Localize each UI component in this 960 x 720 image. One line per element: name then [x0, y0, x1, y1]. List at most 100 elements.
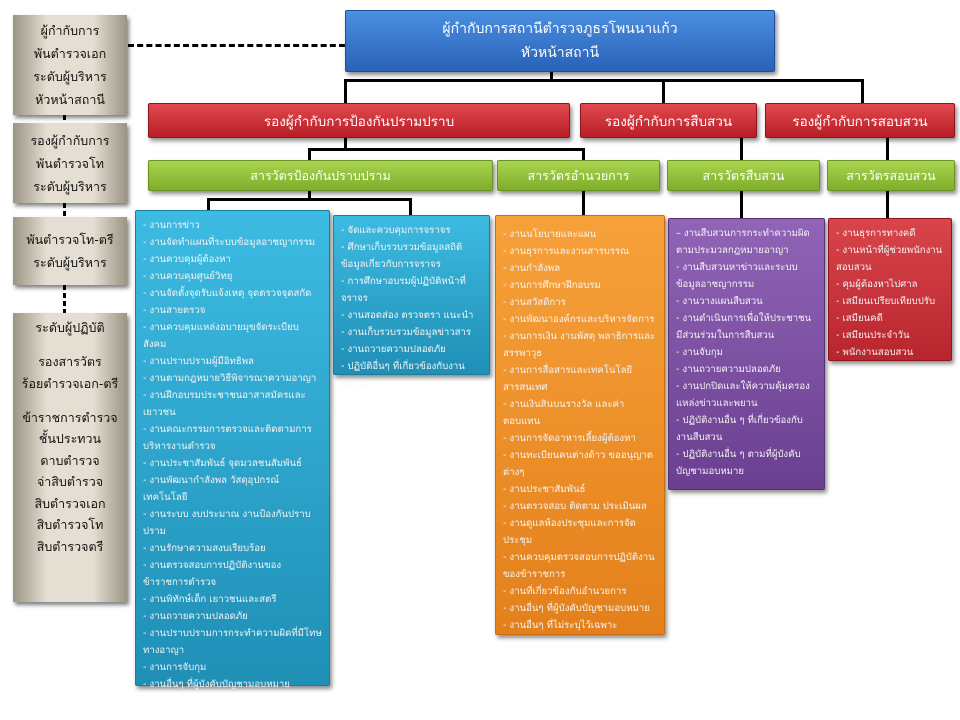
- duty-item: - งานฝึกอบรมประชาชนอาสาสมัครและเยาวชน: [143, 390, 306, 418]
- duty-item: - งานดำเนินการเพื่อให้ประชาชนมีส่วนร่วมใ…: [676, 313, 812, 341]
- duty-item: - จัดและควบคุมการจราจร: [341, 225, 451, 236]
- duty-item: - งานการสื่อสารและเทคโนโลยีสารสนเทศ: [503, 365, 633, 393]
- duty-item: - งานถวายความปลอดภัย: [341, 344, 446, 355]
- duty-item: - งานธุรการและงานสารบรรณ: [503, 246, 630, 257]
- rank-line: สิบตำรวจโท: [36, 517, 104, 532]
- duty-item: - งานพัฒนากำลังพล วัสดุอุปกรณ์ เทคโนโลยี: [143, 475, 280, 503]
- investigation-duties-list: – งานสืบสวนการกระทำความผิดตามประมวลกฎหมา…: [668, 218, 825, 490]
- connector: [308, 148, 585, 151]
- duty-item: - งานกำลังพล: [503, 263, 561, 274]
- duty-item: - งานถวายความปลอดภัย: [676, 364, 781, 375]
- rank-line: ชั้นประทวน: [38, 431, 102, 446]
- duty-item: - งานระบบ งบประมาณ งานป้องกันปราบปราม: [143, 509, 311, 537]
- connector: [582, 148, 585, 160]
- duty-item: - งานการข่าว: [143, 220, 200, 231]
- connector: [740, 191, 743, 218]
- duty-item: - งานธุรการทางคดี: [836, 228, 916, 239]
- duty-item: - งานควบคุมแหล่งอบายมุขจัดระเบียบสังคม: [143, 322, 299, 350]
- connector: [409, 198, 412, 215]
- duty-item: - งานควบคุมศูนย์วิทยุ: [143, 271, 233, 282]
- rank-line: รองสารวัตร: [38, 354, 102, 369]
- station-chief-title: ผู้กำกับการสถานีตำรวจภูธรโพนนาแก้ว: [442, 21, 678, 37]
- rank-box-superintendent: ผู้กำกับการพันตำรวจเอกระดับผู้บริหารหัวห…: [13, 15, 127, 115]
- duty-item: - งานถวายความปลอดภัย: [143, 611, 248, 622]
- rank-line: ระดับผู้บริหาร: [33, 255, 107, 270]
- connector: [344, 79, 347, 103]
- duty-item: - งานเงินสินบนรางวัล และค่าตอบแทน: [503, 399, 625, 427]
- duty-item: - งานนโยบายและแผน: [503, 229, 597, 240]
- duty-item: - เสมียนประจำวัน: [836, 330, 910, 341]
- duty-item: - งานดูแลห้องประชุมและการจัดประชุม: [503, 518, 636, 546]
- duty-item: – งานสืบสวนการกระทำความผิดตามประมวลกฎหมา…: [676, 228, 810, 256]
- traffic-duties-list: - จัดและควบคุมการจราจร - ศึกษาเก็บรวบรวมข…: [333, 215, 490, 389]
- duty-item: - งานอื่นๆ ที่ผู้บังคับบัญชามอบหมาย: [503, 603, 650, 614]
- duty-item: - งานรักษาความสงบเรียบร้อย: [143, 543, 266, 554]
- duty-item: - ปฏิบัติอื่นๆ ที่เกี่ยวข้องกับงานจราจร: [341, 361, 465, 389]
- duty-item: - งานจับกุม: [676, 347, 723, 358]
- connector: [550, 72, 553, 81]
- duty-item: - งานปราบปรามผู้มีอิทธิพล: [143, 356, 254, 367]
- duty-item: - ปฏิบัติงานอื่น ๆ ตามที่ผู้บังคับบัญชาม…: [676, 449, 801, 477]
- duty-item: - งานคณะกรรมการตรวจและติดตามการบริหารงาน…: [143, 424, 312, 452]
- duty-item: - งานปราบปรามการกระทำความผิดที่มีโทษทางอ…: [143, 628, 322, 656]
- prevention-duties-list: - งานการข่าว - งานจัดทำแผนที่ระบบข้อมูลอา…: [135, 210, 330, 690]
- rank-line: รองผู้กำกับการ: [30, 132, 110, 148]
- duty-item: - ศึกษาเก็บรวบรวมข้อมูลสถิติข้อมูลเกี่ยว…: [341, 242, 463, 270]
- duty-item: - งานประชาสัมพันธ์: [503, 484, 586, 495]
- connector: [861, 79, 864, 103]
- connector: [308, 191, 311, 200]
- rank-line: ร้อยตำรวจเอก-ตรี: [21, 375, 119, 391]
- connector: [207, 198, 412, 201]
- dotted-connector: [63, 115, 66, 123]
- connector: [308, 148, 311, 160]
- rank-line: หัวหน้าสถานี: [35, 92, 105, 107]
- duty-item: - งานวางแผนสืบสวน: [676, 296, 763, 307]
- duty-item: - งานการจัดอาหารเลี้ยงผู้ต้องหา: [503, 433, 636, 444]
- connector: [344, 138, 347, 150]
- duty-item: - งานการเงิน งานพัสดุ พลาธิการและสรรพาวุ…: [503, 331, 656, 359]
- inspector-prevention-box: สารวัตรป้องกันปราบปราม: [148, 160, 493, 191]
- duty-item: - งานจัดตั้งจุดรับแจ้งเหตุ จุดตรวจจุดสกั…: [143, 288, 312, 299]
- connector: [662, 79, 665, 103]
- inspector-inquiry-box: สารวัตรสอบสวน: [827, 160, 955, 191]
- rank-line: พันตำรวจโท: [36, 155, 104, 171]
- inquiry-duties-list: - งานธุรการทางคดี - งานหน้าที่ผู้ช่วยพนัก…: [828, 218, 952, 361]
- duty-item: - งานควบคุมผู้ต้องหา: [143, 254, 231, 265]
- dashed-connector: [128, 44, 345, 47]
- rank-line: สิบตำรวจเอก: [34, 495, 106, 511]
- deputy-inquiry-box: รองผู้กำกับการสอบสวน: [765, 103, 955, 138]
- deputy-investigation-box: รองผู้กำกับการสืบสวน: [580, 103, 757, 138]
- rank-line: ระดับผู้บริหาร: [33, 178, 107, 194]
- connector: [740, 138, 743, 160]
- duty-item: - งานอื่นๆ ที่ไม่ระบุไว้เฉพาะ: [503, 620, 618, 631]
- duty-item: - งานตรวจสอบการปฏิบัติงานของข้าราชการตำร…: [143, 560, 282, 588]
- inspector-investigation-box: สารวัตรสืบสวน: [667, 160, 820, 191]
- duty-item: - งานหน้าที่ผู้ช่วยพนักงานสอบสวน: [836, 245, 943, 273]
- rank-line: ผู้กำกับการ: [40, 23, 100, 38]
- connector: [886, 191, 889, 218]
- duty-item: - งานประชาสัมพันธ์ จุดมวลชนสัมพันธ์: [143, 458, 302, 469]
- rank-line: ระดับผู้ปฏิบัติ: [35, 320, 105, 335]
- rank-line: ข้าราชการตำรวจ: [22, 409, 118, 425]
- deputy-prevention-box: รองผู้กำกับการป้องกันปรามปราบ: [148, 103, 570, 138]
- connector: [886, 138, 889, 160]
- rank-box-operational: ระดับผู้ปฏิบัติรองสารวัตรร้อยตำรวจเอก-ตร…: [13, 313, 127, 602]
- duty-item: - งานอื่นๆ ที่ผู้บังคับบัญชามอบหมาย: [143, 679, 290, 690]
- duty-item: - งานจัดทำแผนที่ระบบข้อมูลอาชญากรรม: [143, 237, 316, 248]
- duty-item: - งานสวัสดิการ: [503, 297, 566, 308]
- duty-item: - งานสืบสวนหาข่าวและระบบข้อมูลอาชญากรรม: [676, 262, 798, 290]
- rank-line: พันตำรวจโท-ตรี: [26, 232, 114, 247]
- dotted-connector: [63, 203, 66, 217]
- duty-item: - งานตรวจสอบ ติดตาม ประเมินผล: [503, 501, 647, 512]
- duty-item: - งานการจับกุม: [143, 662, 207, 673]
- duty-item: - การศึกษาอบรมผู้ปฏิบัติหน้าที่จราจร: [341, 276, 466, 304]
- duty-item: - งานทะเบียนคนต่างด้าว ขออนุญาตต่างๆ: [503, 450, 653, 478]
- admin-duties-list: - งานนโยบายและแผน - งานธุรการและงานสารบรร…: [495, 215, 665, 635]
- rank-line: [13, 339, 127, 352]
- duty-item: - งานตามกฎหมายวิธีพิจารณาความอาญา: [143, 373, 317, 384]
- duty-item: - งานการศึกษาฝึกอบรม: [503, 280, 601, 291]
- duty-item: - งานเก็บรวบรวมข้อมูลข่าวสาร: [341, 327, 472, 338]
- duty-item: - คุมผู้ต้องหาไปศาล: [836, 279, 918, 290]
- rank-line: ระดับผู้บริหาร: [33, 69, 107, 84]
- duty-item: - เสมียนคดี: [836, 313, 883, 324]
